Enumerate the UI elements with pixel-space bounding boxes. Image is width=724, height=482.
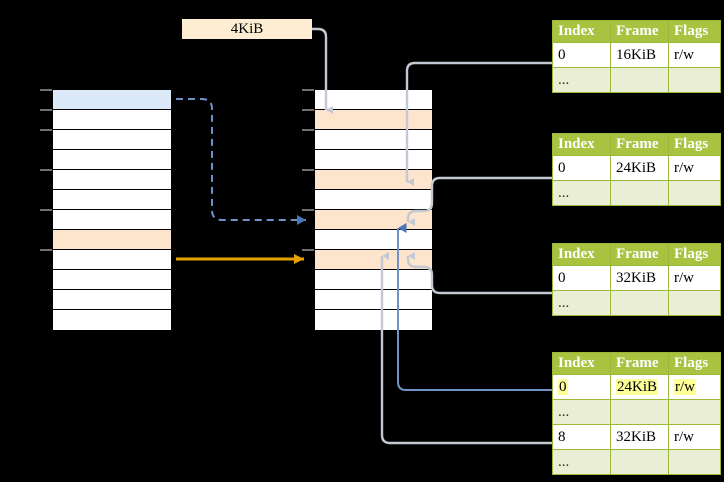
cell-frame: 24KiB xyxy=(610,374,669,400)
physical-frame-row-4 xyxy=(315,150,432,170)
table-header-row: Index Frame Flags xyxy=(552,20,721,43)
table-row: 0 24KiB r/w xyxy=(552,155,721,181)
table-row: 0 16KiB r/w xyxy=(552,42,721,68)
page-table-level-3: Index Frame Flags 0 32KiB r/w ... xyxy=(552,243,721,316)
cell-index: ... xyxy=(552,449,611,475)
col-header-flags: Flags xyxy=(668,133,721,156)
cell-flags xyxy=(668,180,721,206)
cell-flags: r/w xyxy=(668,42,721,68)
virtual-page-row-9 xyxy=(53,250,171,270)
cell-frame xyxy=(610,290,669,316)
table-row: 8 32KiB r/w xyxy=(552,424,721,450)
cell-frame xyxy=(610,449,669,475)
col-header-flags: Flags xyxy=(668,20,721,43)
cell-index: ... xyxy=(552,290,611,316)
col-header-frame: Frame xyxy=(610,352,669,375)
virtual-page-row-12 xyxy=(53,310,171,330)
col-header-frame: Frame xyxy=(610,133,669,156)
cell-frame-value: 24KiB xyxy=(616,378,659,395)
col-header-flags: Flags xyxy=(668,243,721,266)
cell-frame: 32KiB xyxy=(610,265,669,291)
col-header-index: Index xyxy=(552,352,611,375)
cell-flags: r/w xyxy=(668,155,721,181)
cell-flags xyxy=(668,399,721,425)
virtual-column-ticks xyxy=(40,89,52,251)
cell-index: 0 xyxy=(552,42,611,68)
cell-flags: r/w xyxy=(668,265,721,291)
cell-flags: r/w xyxy=(668,424,721,450)
cell-frame xyxy=(610,399,669,425)
cell-index: ... xyxy=(552,399,611,425)
cell-flags xyxy=(668,67,721,93)
page-size-label: 4KiB xyxy=(182,19,312,39)
col-header-index: Index xyxy=(552,243,611,266)
cell-frame xyxy=(610,67,669,93)
table-header-row: Index Frame Flags xyxy=(552,352,721,375)
physical-frame-row-11 xyxy=(315,290,432,310)
table-row: 0 24KiB r/w xyxy=(552,374,721,400)
physical-column-ticks xyxy=(302,89,314,251)
cell-flags-value: r/w xyxy=(674,378,696,395)
cell-frame: 32KiB xyxy=(610,424,669,450)
cell-frame: 24KiB xyxy=(610,155,669,181)
cell-index: ... xyxy=(552,180,611,206)
virtual-page-row-10 xyxy=(53,270,171,290)
table-row: ... xyxy=(552,67,721,93)
cell-flags xyxy=(668,449,721,475)
physical-frame-row-3 xyxy=(315,130,432,150)
physical-frame-row-2 xyxy=(315,110,432,130)
physical-frame-row-1 xyxy=(315,90,432,110)
virtual-page-row-3 xyxy=(53,130,171,150)
col-header-index: Index xyxy=(552,20,611,43)
cell-index: ... xyxy=(552,67,611,93)
physical-frame-row-6 xyxy=(315,190,432,210)
table-row: ... xyxy=(552,180,721,206)
cell-flags xyxy=(668,290,721,316)
physical-frame-row-7 xyxy=(315,210,432,230)
table-row: ... xyxy=(552,290,721,316)
table-header-row: Index Frame Flags xyxy=(552,243,721,266)
cell-index: 0 xyxy=(552,265,611,291)
col-header-flags: Flags xyxy=(668,352,721,375)
page-table-level-4: Index Frame Flags 0 24KiB r/w ... 8 32Ki… xyxy=(552,352,721,475)
physical-frame-row-5 xyxy=(315,170,432,190)
virtual-page-row-8 xyxy=(53,230,171,250)
virtual-page-row-1 xyxy=(53,90,171,110)
physical-frame-row-8 xyxy=(315,230,432,250)
table-row: ... xyxy=(552,399,721,425)
virtual-page-row-2 xyxy=(53,110,171,130)
virtual-address-lookup-arrow xyxy=(176,98,306,225)
physical-frame-row-12 xyxy=(315,310,432,330)
physical-frame-row-9 xyxy=(315,250,432,270)
virtual-page-row-4 xyxy=(53,150,171,170)
cell-index: 0 xyxy=(552,374,611,400)
cell-frame xyxy=(610,180,669,206)
cell-flags: r/w xyxy=(668,374,721,400)
virtual-address-column xyxy=(52,89,172,331)
cell-index-value: 0 xyxy=(558,378,568,395)
table-header-row: Index Frame Flags xyxy=(552,133,721,156)
virtual-page-row-5 xyxy=(53,170,171,190)
page-table-level-2: Index Frame Flags 0 24KiB r/w ... xyxy=(552,133,721,206)
table-row: ... xyxy=(552,449,721,475)
physical-memory-column xyxy=(314,89,433,331)
virtual-page-row-7 xyxy=(53,210,171,230)
cell-index: 0 xyxy=(552,155,611,181)
col-header-frame: Frame xyxy=(610,243,669,266)
col-header-frame: Frame xyxy=(610,20,669,43)
cell-index: 8 xyxy=(552,424,611,450)
physical-frame-row-10 xyxy=(315,270,432,290)
table-row: 0 32KiB r/w xyxy=(552,265,721,291)
cell-frame: 16KiB xyxy=(610,42,669,68)
virtual-page-row-11 xyxy=(53,290,171,310)
col-header-index: Index xyxy=(552,133,611,156)
page-table-level-1: Index Frame Flags 0 16KiB r/w ... xyxy=(552,20,721,93)
virtual-page-row-6 xyxy=(53,190,171,210)
